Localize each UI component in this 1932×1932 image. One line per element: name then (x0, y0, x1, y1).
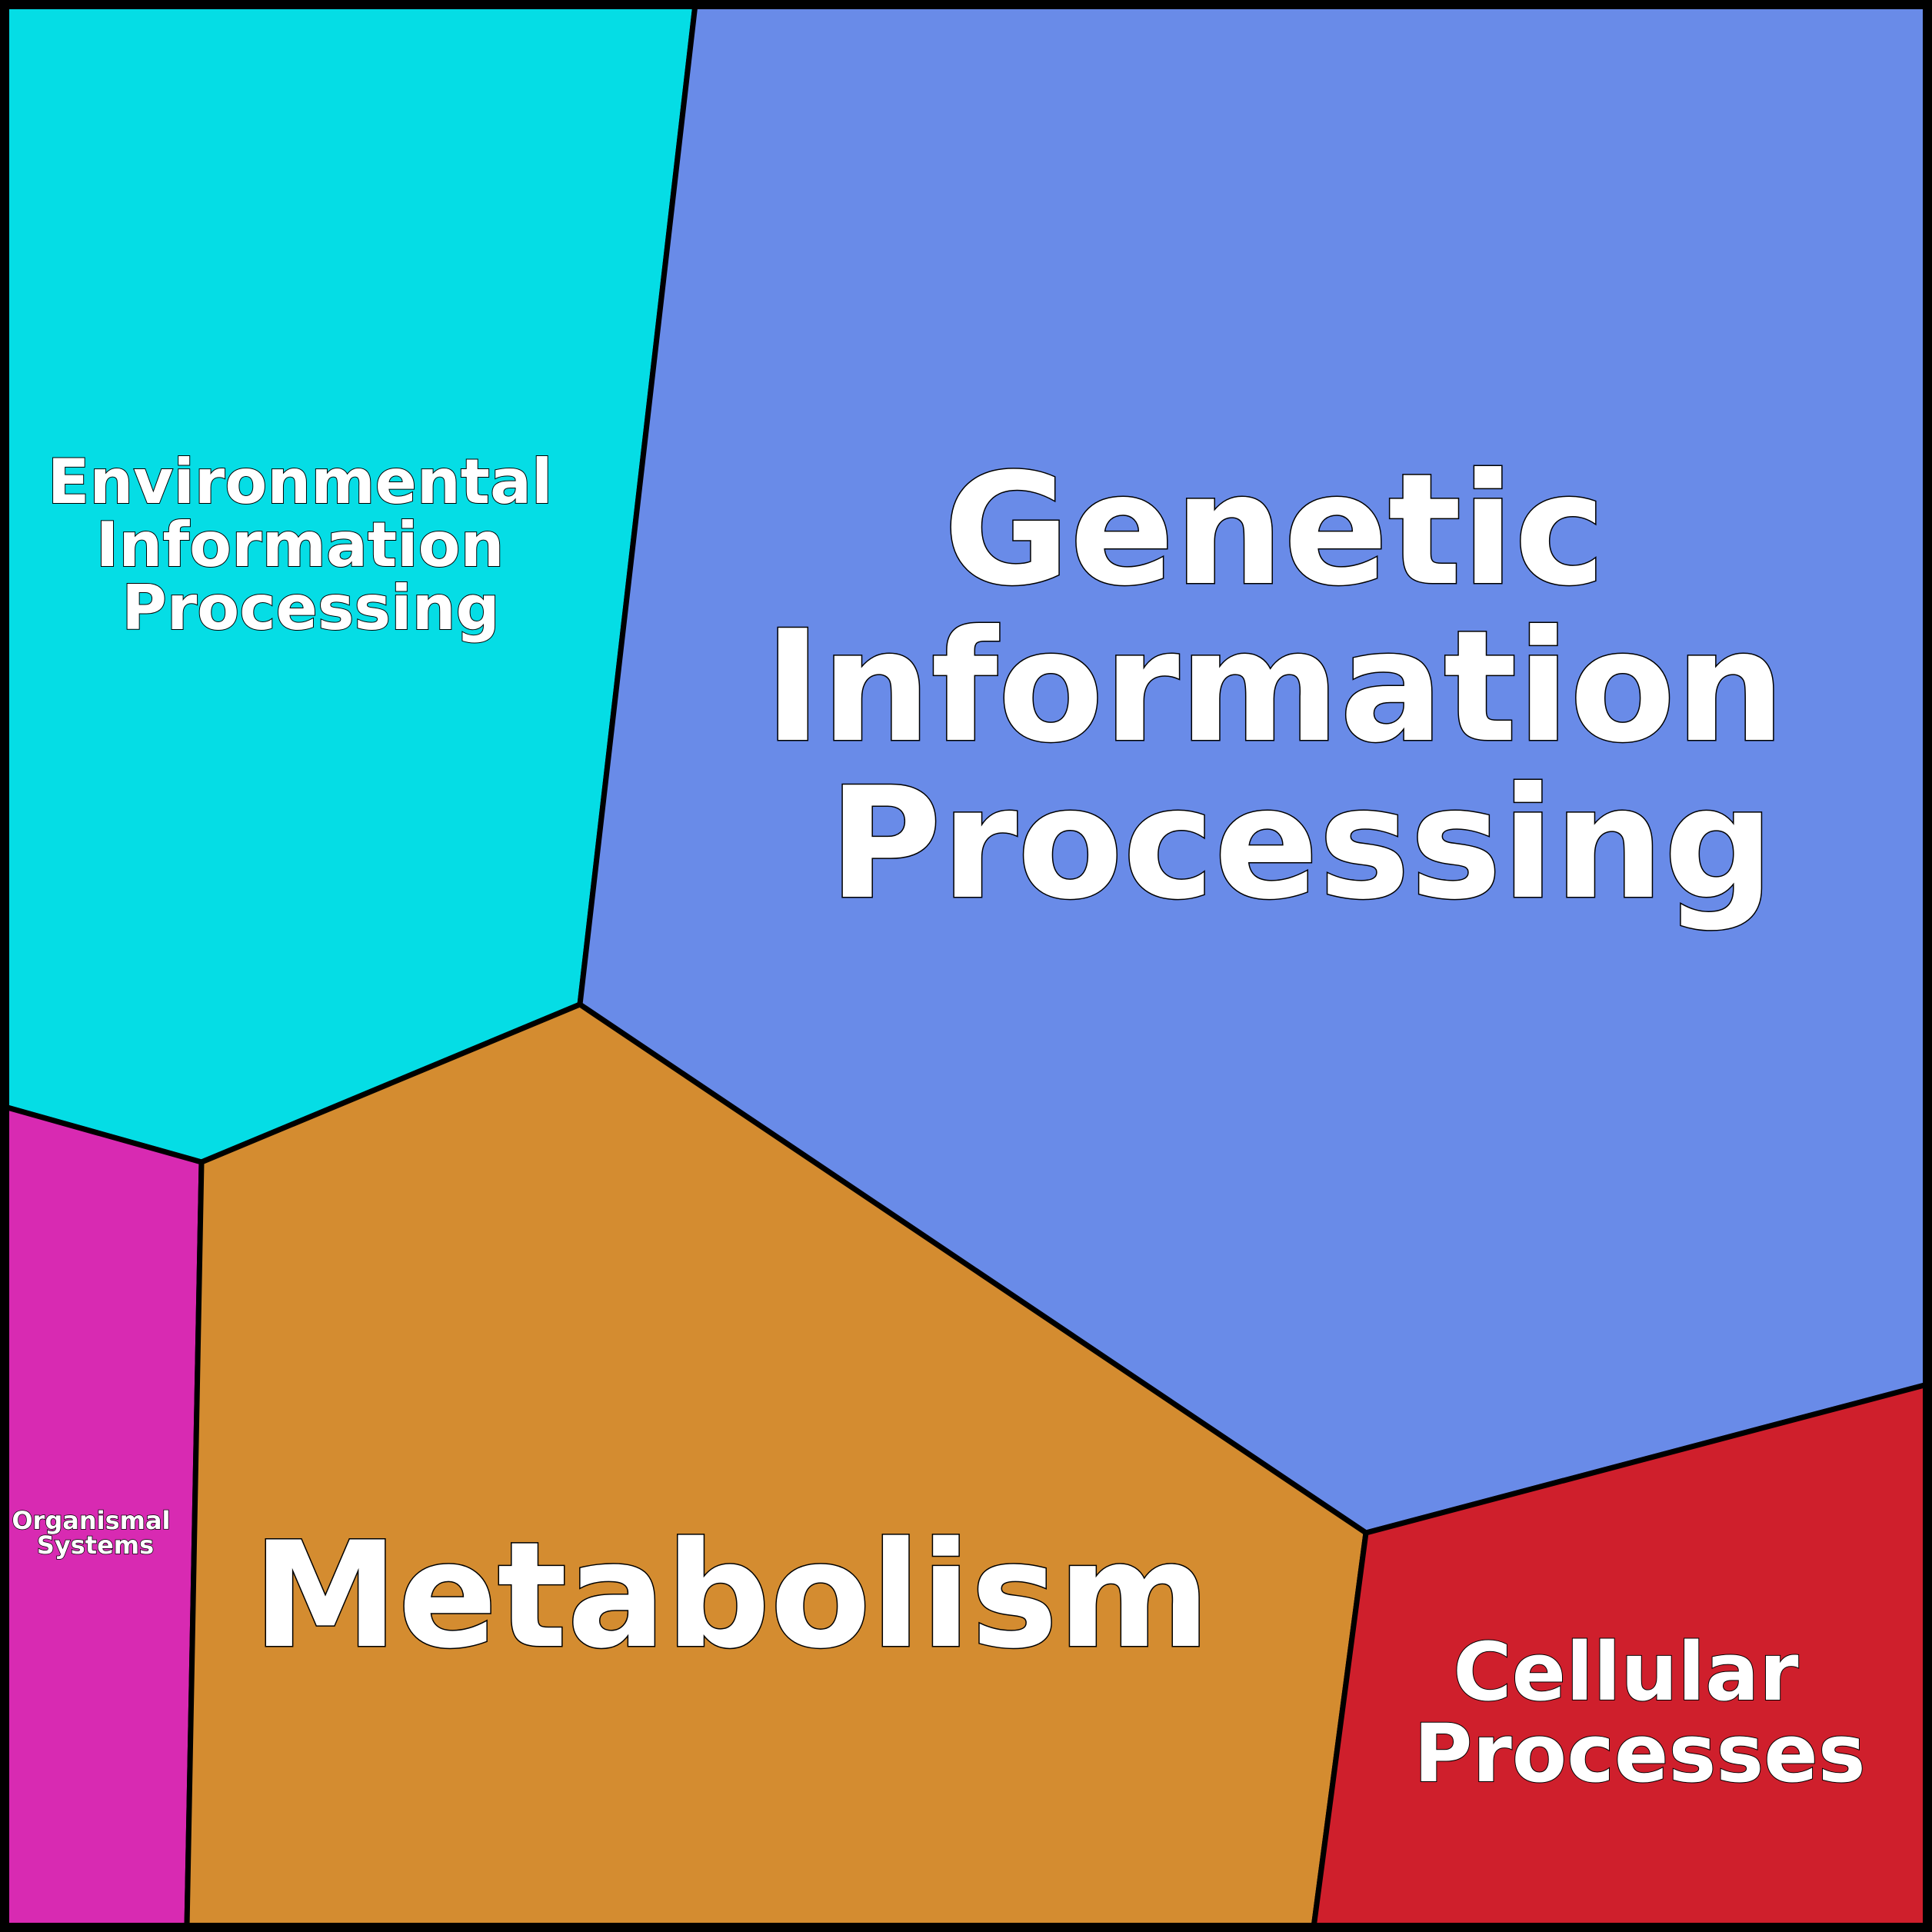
region-cellular-label-line-2: Processes (1414, 1707, 1865, 1800)
region-environmental-label-line-3: Processing (122, 572, 500, 644)
region-cellular-label-line-1: Cellular (1453, 1625, 1798, 1719)
region-metabolism-label-line-1: Metabolism (253, 1511, 1211, 1681)
region-metabolism-label: Metabolism (253, 1511, 1211, 1681)
region-organismal-label-line-1: Organismal (12, 1506, 170, 1535)
region-environmental-label-line-1: Environmental (48, 446, 553, 518)
region-environmental-information-processing[interactable]: Environmental Information Processing (2, 2, 698, 1165)
region-genetic-label-line-2: Information (764, 598, 1785, 777)
region-environmental-label-line-2: Information (96, 509, 505, 581)
region-environmental-label: Environmental Information Processing (48, 446, 575, 644)
region-organismal-systems[interactable]: Organismal Systems (2, 1103, 205, 1930)
region-organismal-label: Organismal Systems (12, 1506, 178, 1560)
region-genetic-label-line-1: Genetic (944, 441, 1606, 620)
region-cellular-processes[interactable]: Cellular Processes (1311, 1381, 1930, 1930)
region-genetic-label-line-3: Processing (828, 754, 1774, 934)
region-cellular-label: Cellular Processes (1414, 1625, 1865, 1800)
region-genetic-label: Genetic Information Processing (764, 441, 1839, 934)
region-organismal-label-line-2: Systems (37, 1531, 154, 1560)
region-metabolism[interactable]: Metabolism (184, 1001, 1369, 1930)
